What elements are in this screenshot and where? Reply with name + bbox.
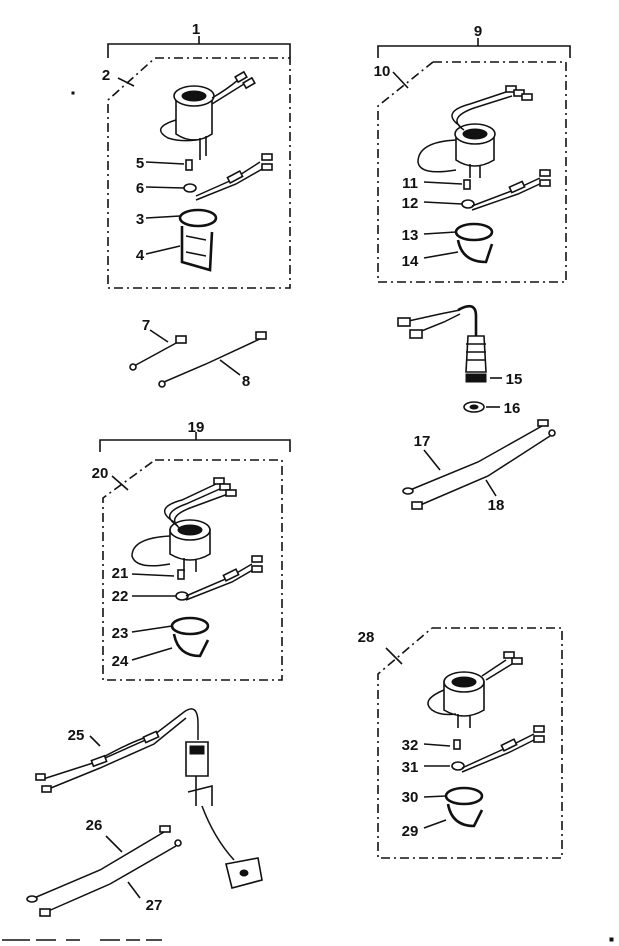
bracket-19 [99,439,291,452]
callout-18: 18 [488,497,505,514]
callout-12: 12 [402,195,419,212]
scan-artifact [2,91,614,942]
harness-25 [35,708,263,889]
bracket-14-icon [456,239,494,264]
callout-1: 1 [192,21,200,38]
callout-30: 30 [402,789,419,806]
callout-4: 4 [136,247,145,264]
callout-24: 24 [112,653,129,670]
wire-17-18 [402,419,556,510]
group-1-kit [107,36,291,289]
lamp-21-icon [177,569,185,580]
callout-22: 22 [112,588,129,605]
callout-20: 20 [92,465,109,482]
callout-27: 27 [146,897,163,914]
callout-8: 8 [242,373,250,390]
wire-26-27 [26,825,182,917]
callout-26: 26 [86,817,103,834]
callout-13: 13 [402,227,419,244]
wire-7-8 [129,329,267,388]
bracket-4-icon [180,226,214,272]
socket-12-icon [461,199,475,209]
callout-11: 11 [402,175,418,192]
sender-15-icon [465,335,487,373]
bracket-29-icon [446,803,484,828]
callout-16: 16 [504,400,521,417]
callout-10: 10 [374,63,391,80]
bracket-9 [377,45,571,58]
callout-29: 29 [402,823,419,840]
clamp-30-icon [444,786,484,806]
callout-7: 7 [142,317,150,334]
clamp-23-icon [170,616,210,636]
callout-32: 32 [402,737,419,754]
group-19-kit [99,432,291,681]
kit-frame-28 [377,627,563,859]
kit-frame-2 [107,57,291,289]
socket-31-icon [451,761,465,771]
socket-6-icon [183,183,197,193]
callout-6: 6 [136,180,144,197]
lamp-5-icon [185,159,193,171]
callout-28: 28 [358,629,375,646]
bracket-1 [107,43,291,58]
callout-2: 2 [102,67,110,84]
lamp-32-icon [453,739,461,750]
bracket-24-icon [172,633,210,658]
group-9-kit [377,38,571,283]
clamp-13-icon [454,222,494,242]
kit-frame-10 [377,61,567,283]
gauge-icon [131,477,237,572]
callout-5: 5 [136,155,144,172]
gauge-icon [417,85,533,178]
gauge-icon [159,70,256,160]
callout-14: 14 [402,253,419,270]
callout-19: 19 [188,419,205,436]
callout-3: 3 [136,211,144,228]
callout-23: 23 [112,625,129,642]
callout-31: 31 [402,759,419,776]
callout-15: 15 [506,371,523,388]
lamp-11-icon [463,179,471,190]
callout-21: 21 [112,565,129,582]
callout-labels: 1 2 3 4 5 6 7 8 9 10 11 12 13 14 15 16 1… [68,21,523,914]
callout-9: 9 [474,23,482,40]
gauge-icon [427,651,523,728]
group-28-kit [377,627,563,859]
clamp-3-icon [178,208,218,228]
sender-15-16 [397,304,502,413]
callout-25: 25 [68,727,85,744]
callout-17: 17 [414,433,431,450]
